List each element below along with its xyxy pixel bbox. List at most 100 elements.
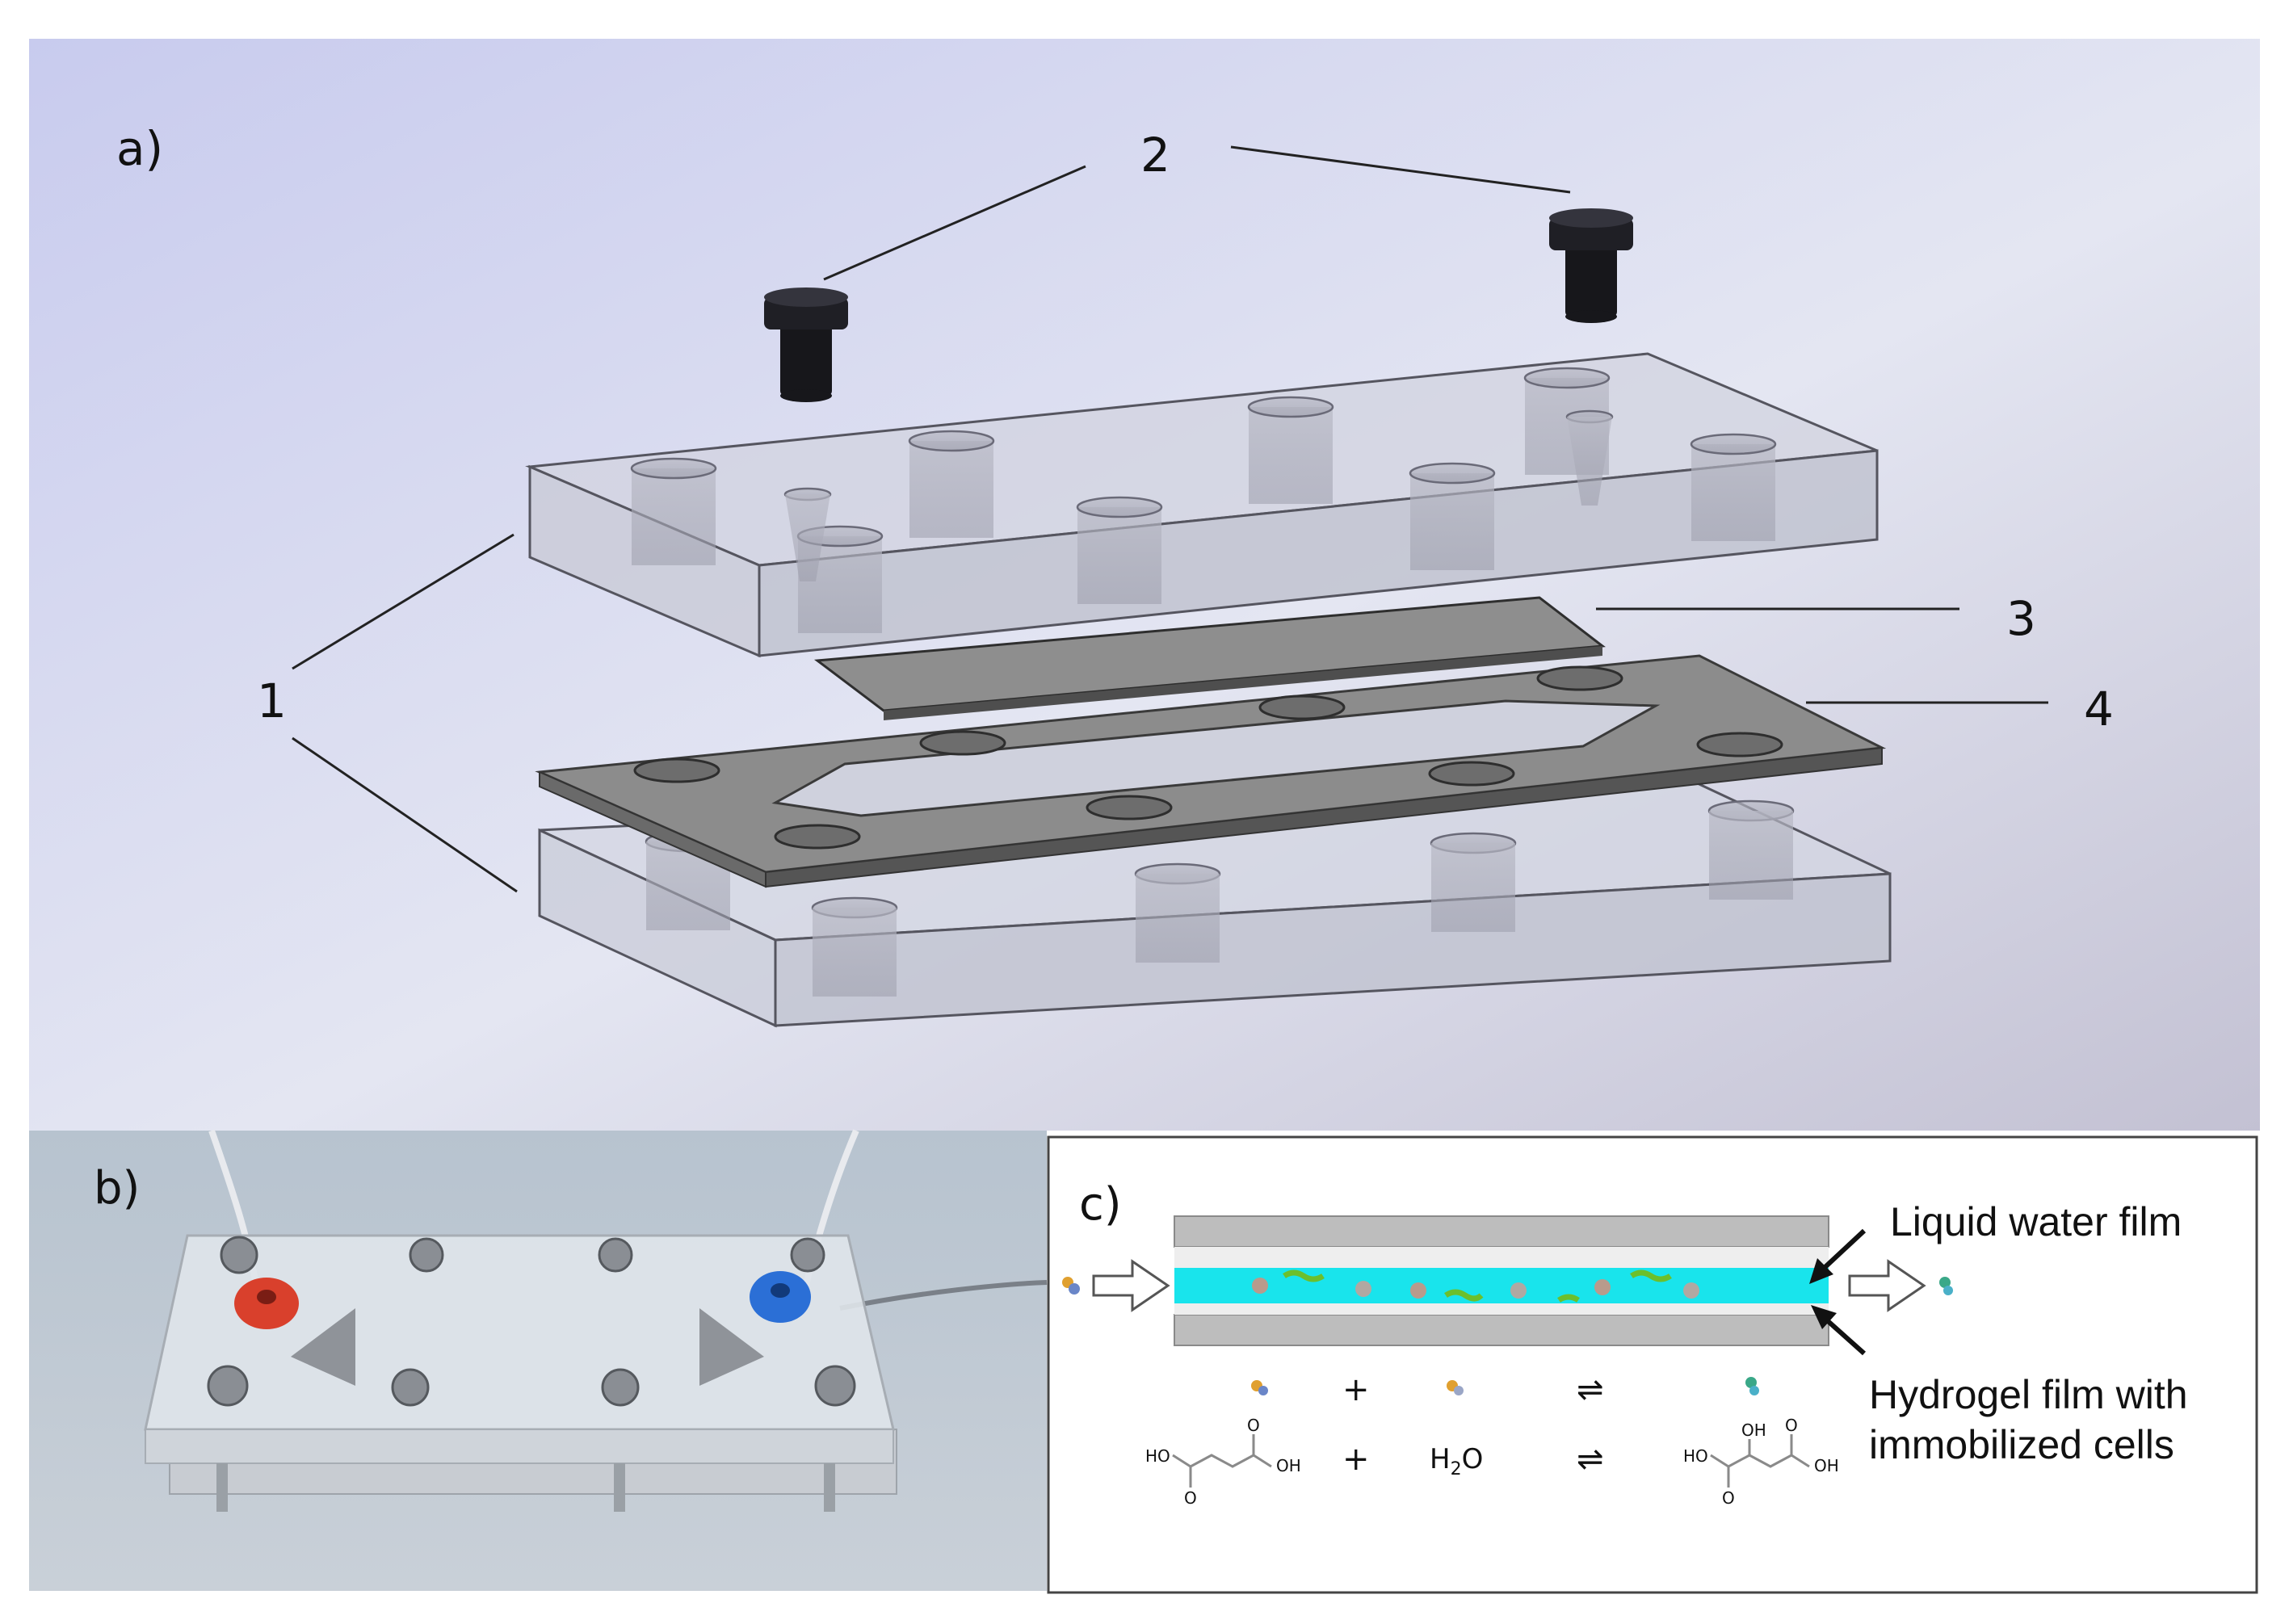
- hole-shaft: [909, 441, 993, 538]
- cell-filament: [1283, 1269, 1325, 1282]
- gasket-hole: [919, 730, 1006, 756]
- arrowhead-hydrogel: [1811, 1305, 1837, 1329]
- inlet-molecule-icon: [1062, 1277, 1080, 1295]
- hole: [1076, 496, 1163, 518]
- panel-c-frame: [1047, 1135, 2258, 1594]
- malic-oh-left: HO: [1683, 1446, 1708, 1466]
- bolt: [207, 1365, 249, 1407]
- hole-shaft: [1709, 811, 1793, 900]
- device-bolts: [207, 1236, 856, 1407]
- fitting-red-hole: [257, 1290, 276, 1304]
- malic-o-top: O: [1785, 1416, 1798, 1435]
- membrane-sheet: [813, 596, 1606, 720]
- callout-3: 3: [2006, 591, 2036, 646]
- hole-shaft: [813, 908, 897, 997]
- bolt: [220, 1236, 258, 1274]
- panel-c: c): [1047, 1135, 2258, 1594]
- atom: [1069, 1283, 1080, 1295]
- water-icon: [1454, 1386, 1464, 1395]
- channel-triangle-left: [291, 1308, 355, 1386]
- outlet-molecule-icon: [1939, 1277, 1953, 1295]
- gasket-hole: [1536, 665, 1623, 691]
- bolt: [814, 1365, 856, 1407]
- callout-lines: [292, 145, 2048, 893]
- cell: [1355, 1281, 1371, 1297]
- membrane-edge: [884, 646, 1602, 720]
- panel-a: a): [29, 39, 2260, 1131]
- malic-oh-right: OH: [1814, 1456, 1839, 1475]
- water-film-channel: [1174, 1268, 1829, 1303]
- water-h: H: [1430, 1443, 1451, 1475]
- plus-1: +: [1342, 1371, 1370, 1408]
- device-legs: [216, 1463, 835, 1512]
- malate-icon: [1749, 1386, 1759, 1395]
- bottom-plate: [1174, 1314, 1829, 1346]
- panel-c-label: c): [1079, 1178, 1122, 1231]
- cell: [1594, 1279, 1611, 1295]
- hydrogel-film-bottom: [1174, 1302, 1829, 1315]
- inlet-arrow: [1092, 1259, 1170, 1312]
- hole-shaft: [632, 468, 716, 565]
- malic-skeleton: [1710, 1454, 1810, 1468]
- hydrogel-label-line1: Hydrogel film with: [1869, 1372, 2188, 1417]
- bottom-acrylic-plate: [538, 772, 1892, 1028]
- water-o: O: [1462, 1443, 1484, 1475]
- leader-1-bottom: [292, 736, 518, 893]
- panel-a-label: a): [116, 121, 163, 176]
- gasket-frame: [535, 654, 1887, 888]
- plus-2: +: [1342, 1441, 1370, 1478]
- malate-icon: [1745, 1377, 1757, 1388]
- cable: [839, 1280, 1048, 1311]
- hole-shaft: [1077, 507, 1161, 604]
- panel-b-label: b): [94, 1162, 140, 1215]
- leg: [216, 1463, 228, 1512]
- hole: [1409, 462, 1496, 485]
- top-plate-holes: [630, 367, 1777, 633]
- atom: [1943, 1286, 1953, 1295]
- hole-shaft: [1410, 473, 1494, 570]
- liquid-water-film-label: Liquid water film: [1890, 1199, 2182, 1244]
- leg: [614, 1463, 625, 1512]
- cell: [1410, 1282, 1426, 1299]
- hole-shaft: [1249, 407, 1333, 504]
- device-front-face: [145, 1429, 894, 1464]
- top-plate: [1174, 1215, 1829, 1248]
- screw-head-top: [1549, 208, 1633, 228]
- fumaric-o-bottom: O: [1184, 1488, 1197, 1508]
- fumaric-oh-left: HO: [1145, 1446, 1170, 1466]
- bottom-plate-holes: [645, 799, 1795, 997]
- screw-shaft-base: [780, 389, 832, 402]
- gasket-channel-cutout: [771, 699, 1661, 817]
- screw-shaft: [1565, 242, 1617, 317]
- screw-head-top: [764, 287, 848, 307]
- equilibrium-1: ⇌: [1577, 1371, 1604, 1408]
- hole: [1690, 433, 1777, 455]
- hole: [630, 457, 717, 480]
- atom: [1939, 1277, 1951, 1288]
- cell: [1683, 1282, 1699, 1299]
- panel-b: b): [29, 1129, 1048, 1591]
- callout-2: 2: [1140, 128, 1170, 183]
- malic-acid-structure: [1710, 1434, 1810, 1488]
- outlet-arrow: [1848, 1259, 1926, 1312]
- hydrogel-film-top: [1174, 1247, 1829, 1268]
- callout-1: 1: [257, 674, 287, 728]
- screw-shaft-base: [1565, 310, 1617, 323]
- channel-triangle-right: [699, 1308, 764, 1386]
- cell-filament: [1444, 1289, 1484, 1302]
- cell-filament: [1630, 1269, 1672, 1282]
- arrowhead-liquid: [1809, 1258, 1833, 1284]
- malic-oh-top: OH: [1741, 1420, 1766, 1440]
- leader-1-top: [292, 533, 514, 670]
- leader-2-left: [823, 165, 1086, 281]
- hole-shaft: [1691, 444, 1775, 541]
- fitting-red: [234, 1278, 299, 1329]
- fumaric-acid-structure: [1172, 1434, 1272, 1488]
- bolt: [790, 1237, 825, 1273]
- cell: [1510, 1282, 1527, 1299]
- pointer-arrows: [1809, 1228, 1867, 1356]
- reaction-icons-row: [1251, 1377, 1759, 1395]
- leg: [824, 1463, 835, 1512]
- screw-left: [764, 287, 848, 402]
- gasket-left-edge: [539, 770, 766, 888]
